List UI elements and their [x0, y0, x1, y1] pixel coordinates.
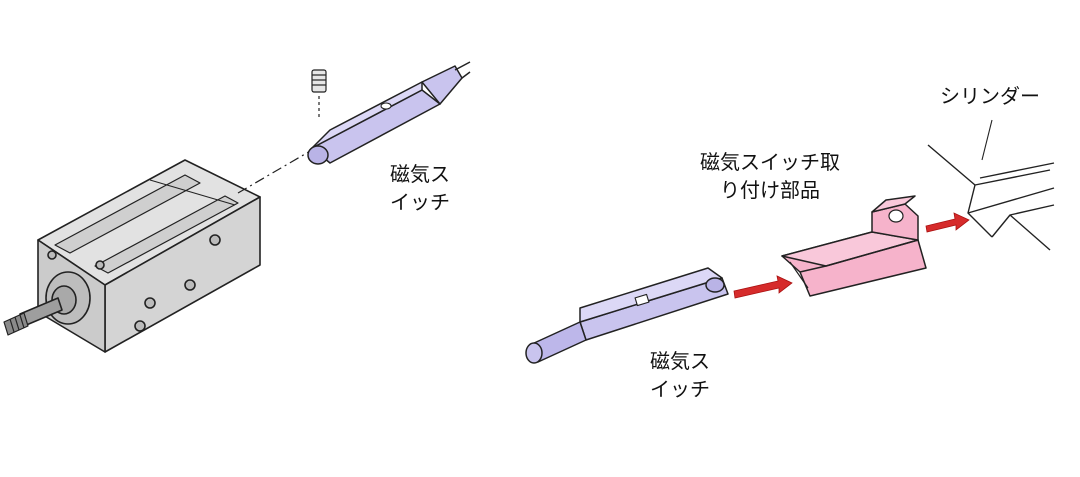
arrow-bracket-to-cylinder: [925, 212, 970, 233]
rod-thread: [3, 312, 29, 336]
bracket-label: 磁気スイッチ取 り付け部品: [680, 148, 860, 204]
label-line: シリンダー: [940, 84, 1040, 108]
magnetic-switch-label-right: 磁気ス イッチ: [630, 347, 730, 403]
set-screw: [311, 69, 327, 118]
cylinder-profile: [927, 119, 1055, 251]
cylinder-label: シリンダー: [905, 82, 1075, 110]
arrow-switch-to-bracket: [733, 275, 793, 299]
air-cylinder: [3, 159, 261, 353]
label-line: り付け部品: [720, 178, 820, 202]
label-line: イッチ: [650, 377, 710, 401]
label-line: 磁気スイッチ取: [700, 150, 840, 174]
label-line: 磁気ス: [390, 162, 450, 186]
magnetic-switch-left: [307, 61, 471, 165]
label-line: イッチ: [390, 190, 450, 214]
magnetic-switch-label-left: 磁気ス イッチ: [370, 160, 470, 216]
mounting-bracket: [781, 195, 927, 297]
center-line: [237, 149, 313, 194]
label-line: 磁気ス: [650, 349, 710, 373]
magnetic-switch-right: [525, 267, 729, 364]
